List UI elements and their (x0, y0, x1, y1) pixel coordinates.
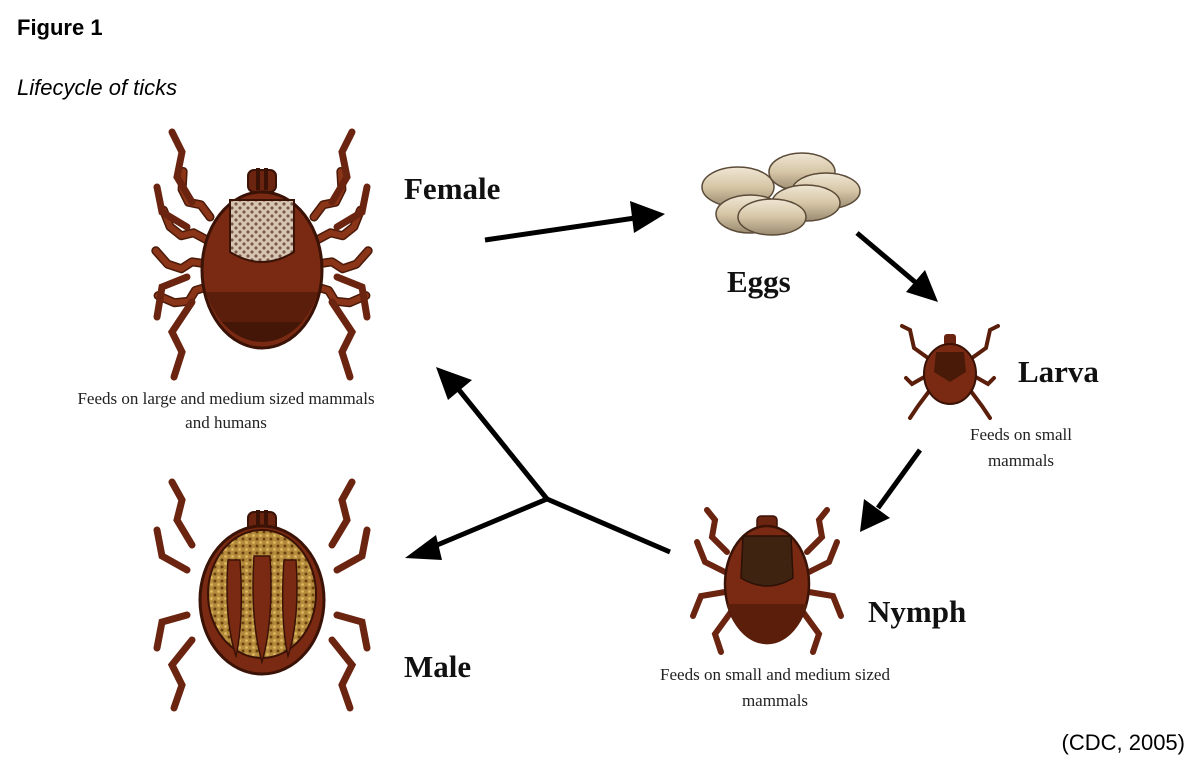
female-label: Female (404, 171, 500, 206)
arrow-nymph-to-adults (405, 367, 671, 560)
figure-label: Figure 1 (17, 15, 103, 40)
nymph-tick-icon (690, 507, 844, 655)
nymph-desc-line-1: Feeds on small and medium sized (660, 665, 890, 684)
citation: (CDC, 2005) (1061, 730, 1185, 755)
larva-desc-line-1: Feeds on small (970, 425, 1072, 444)
eggs-label: Eggs (727, 264, 791, 299)
figure-caption: Lifecycle of ticks (17, 75, 178, 100)
female-tick-icon (156, 128, 368, 381)
female-desc-line-1: Feeds on large and medium sized mammals (77, 389, 374, 408)
male-label: Male (404, 649, 471, 684)
female-desc-line-2: and humans (185, 413, 267, 432)
arrow-larva-to-nymph (860, 448, 923, 532)
arrow-female-to-eggs (484, 201, 665, 243)
male-tick-icon (153, 478, 371, 712)
larva-tick-icon (900, 324, 1000, 420)
nymph-label: Nymph (868, 594, 966, 629)
nymph-desc-line-2: mammals (742, 691, 808, 710)
egg-cluster-icon (701, 152, 861, 236)
larva-desc-line-2: mammals (988, 451, 1054, 470)
arrow-eggs-to-larva (855, 231, 938, 302)
larva-label: Larva (1018, 354, 1099, 389)
